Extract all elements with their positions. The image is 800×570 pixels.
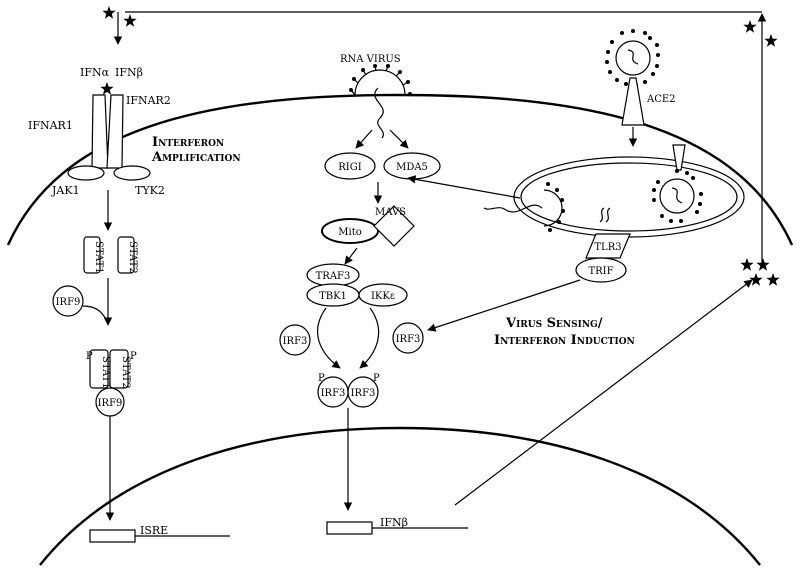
mito-oval (321, 218, 379, 244)
ace2-label: ACE2 (646, 94, 676, 105)
irf3-p-label-1: IRF3 (321, 388, 346, 399)
mda5-label: MDA5 (396, 162, 428, 173)
arrow-virus-to-mda5 (389, 129, 409, 149)
virus-sensing-title-2: Interferon Induction (494, 333, 635, 348)
stat1-p-label: STAT1 (100, 356, 111, 389)
irf3-label-left: IRF3 (283, 336, 308, 347)
isre-box (89, 529, 136, 543)
irf3-circle-left (279, 324, 311, 356)
nuclear-membrane (39, 426, 761, 566)
irf9-circle (52, 285, 84, 317)
ifn-alpha-label: IFNα (80, 66, 110, 79)
stat1-box (83, 236, 101, 274)
ikk-label: IKKε (371, 291, 395, 302)
tlr3-label: TLR3 (594, 242, 621, 253)
arrow-to-traf3 (344, 247, 358, 265)
mavs-label: MAVS (375, 207, 406, 218)
stat2-p-label: STAT2 (120, 356, 131, 389)
p-label-stat2: P (130, 351, 137, 362)
arrow-virus-to-rigi (355, 129, 373, 149)
p-label-stat1: P (86, 351, 93, 362)
irf3-p-label-2: IRF3 (351, 388, 376, 399)
ace2-receptor (621, 77, 645, 126)
trif-label: TRIF (588, 266, 613, 277)
stat1-label: STAT1 (93, 241, 104, 274)
dsrna-squiggle-2 (605, 207, 611, 223)
ifnar1-label: IFNAR1 (28, 119, 73, 132)
jak1-oval (67, 165, 105, 181)
interferon-stars-top-right (743, 20, 778, 47)
rigi-label: RIGI (338, 162, 361, 173)
arrow-trif-to-irf3 (427, 279, 581, 332)
tbk1-label: TBK1 (319, 291, 347, 302)
irf3-p-circle-2 (347, 376, 379, 408)
ifnb-gene-box (326, 521, 373, 535)
arrow-rna-to-mda5 (407, 175, 521, 199)
tyk2-label: TYK2 (135, 184, 165, 197)
ifn-beta-label: IFNβ (115, 66, 143, 79)
rigi-oval (324, 152, 376, 180)
ifn-star-bound (100, 82, 114, 95)
tlr3-receptor (585, 233, 631, 259)
arrow-ikk-to-irf3p (359, 307, 380, 369)
irf3-circle-right (392, 322, 424, 354)
ifnb-gene-label: IFNβ (380, 516, 408, 529)
irf9-complex-label: IRF9 (98, 398, 123, 409)
stat1-p-box (89, 349, 109, 389)
irf9-label: IRF9 (56, 297, 81, 308)
ikk-oval (358, 283, 408, 307)
ace2-endosomal (672, 144, 686, 171)
stat2-box (117, 236, 135, 274)
isre-label: ISRE (140, 524, 168, 537)
arrow-tbk1-to-irf3p (317, 307, 341, 369)
jak1-label: JAK1 (51, 184, 80, 197)
traf3-label: TRAF3 (316, 271, 351, 282)
stat2-label: STAT2 (127, 241, 138, 274)
coronavirus-particle-extracellular (605, 29, 660, 87)
mavs-diamond (373, 205, 415, 247)
trif-oval (575, 257, 627, 283)
p-label-irf3-2: P (373, 373, 380, 384)
interferon-amplification-title-1: Interferon (152, 135, 224, 150)
mito-label: Mito (338, 227, 361, 238)
ifnar2-receptor (106, 94, 124, 169)
arrow-gene-to-secreted-ifn (454, 279, 753, 506)
interferon-stars-secreted (740, 258, 780, 286)
ifnar1-receptor (91, 94, 109, 169)
cell-membrane (6, 93, 794, 246)
p-label-irf3-1: P (318, 373, 325, 384)
interferon-stars-top-left (102, 6, 137, 27)
irf3-label-right: IRF3 (396, 334, 421, 345)
rna-virus-particle (349, 64, 412, 139)
dsrna-squiggle-1 (599, 207, 605, 223)
irf9-join-curve (82, 305, 107, 321)
endosome-inner (520, 162, 738, 232)
rna-virus-label: RNA VIRUS (340, 54, 401, 65)
uncoated-virus-particle (483, 182, 565, 232)
coronavirus-particle-endosome (652, 169, 703, 223)
stat2-p-box (109, 349, 129, 389)
interferon-amplification-title-2: Amplification (151, 150, 241, 165)
tyk2-oval (113, 165, 151, 181)
virus-sensing-title-1: Virus Sensing/ (505, 316, 603, 331)
ifnar2-label: IFNAR2 (126, 94, 171, 107)
